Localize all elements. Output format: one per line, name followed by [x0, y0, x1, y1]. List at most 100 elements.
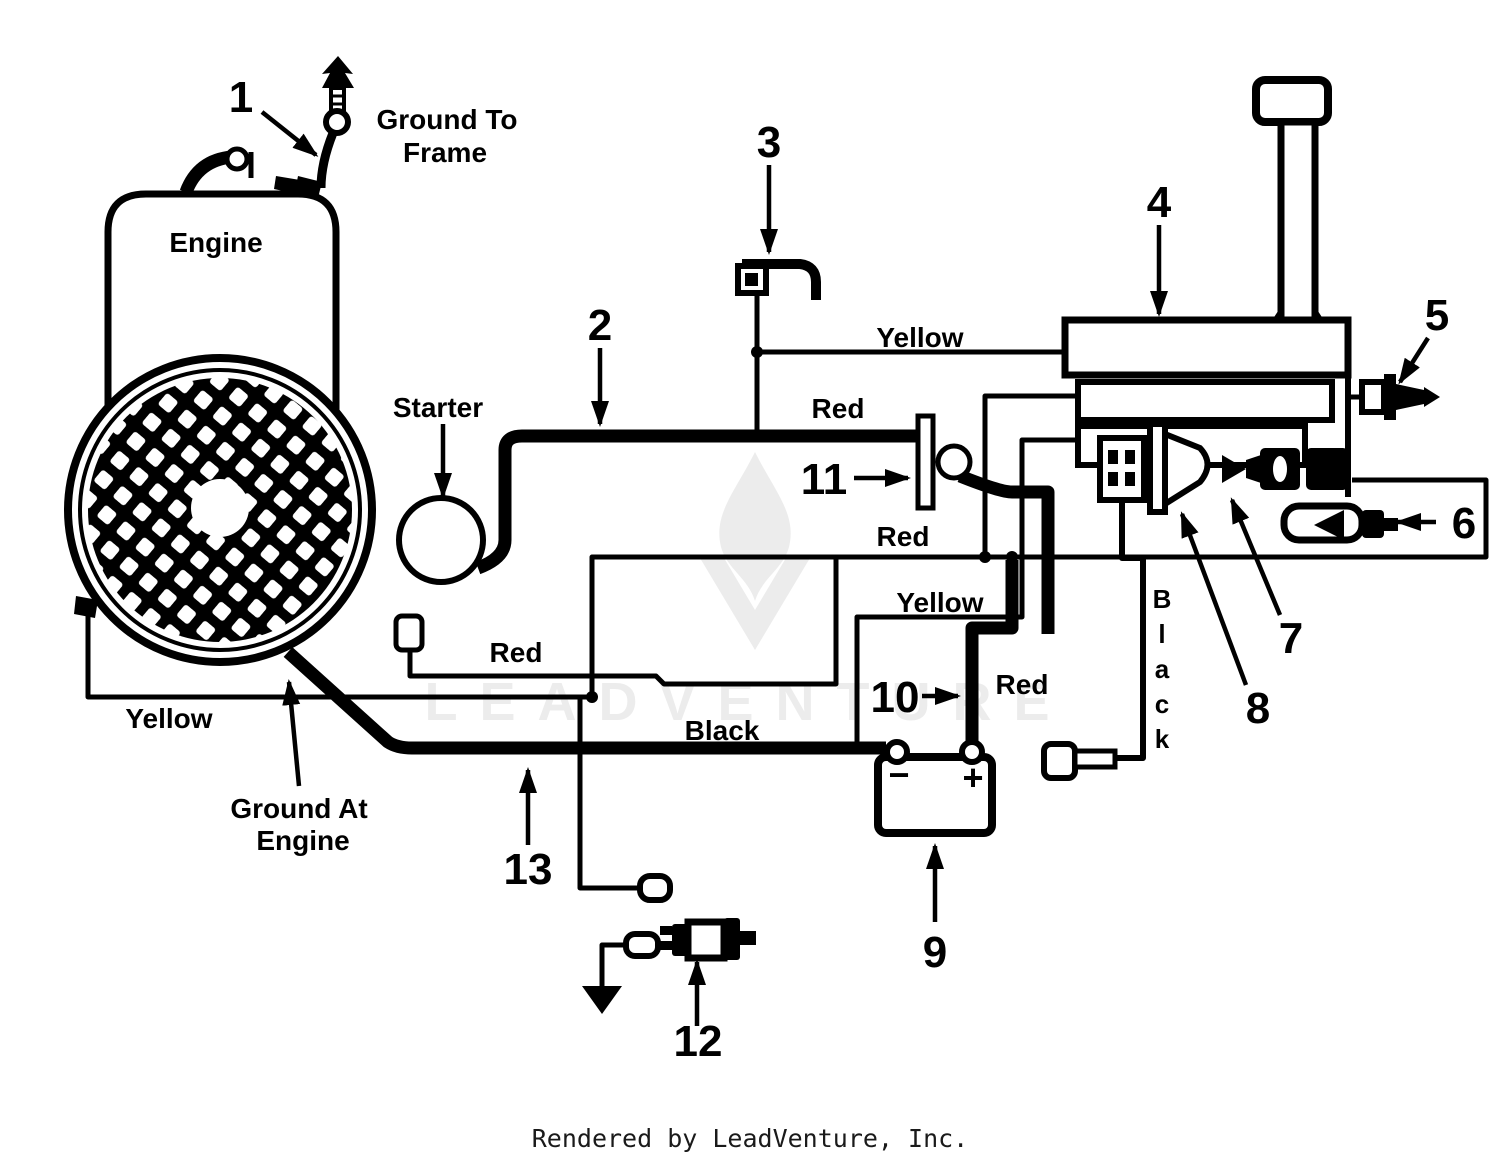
wire-harness-thin — [85, 296, 1489, 986]
starter-label: Starter — [393, 392, 483, 423]
ground-lead-clamp — [295, 176, 322, 198]
connector-5-body — [1359, 379, 1387, 415]
callout-13: 13 — [504, 845, 553, 894]
wire-black-right — [1114, 500, 1146, 761]
fuse-12-cap-right — [724, 918, 740, 960]
ground-to-frame-label-line2: Frame — [403, 137, 487, 168]
wire-switch-loop — [982, 393, 1078, 557]
solenoid-body — [935, 443, 973, 481]
cable-ground-at-engine — [283, 647, 886, 755]
fuse-holder-pin — [1384, 518, 1398, 531]
engine-fitting-cap — [224, 146, 250, 172]
cable-battery-positive — [965, 560, 1019, 748]
ignition-key-shaft — [1277, 118, 1319, 326]
plug-pin — [1125, 472, 1135, 486]
ignition-key-head — [1252, 76, 1332, 126]
junction-dot — [586, 691, 598, 703]
junction-dot — [979, 551, 991, 563]
connector-5-tip — [1424, 387, 1440, 407]
black-vertical-letter: l — [1158, 619, 1165, 649]
battery-negative-terminal — [884, 739, 910, 765]
starter-assembly — [393, 495, 486, 653]
connector-3-assembly — [735, 259, 821, 300]
wire-label-yellow-middle: Yellow — [896, 587, 983, 618]
wire-label-red-battery: Red — [996, 669, 1049, 700]
footer-credit: Rendered by LeadVenture, Inc. — [532, 1124, 969, 1153]
wire-label-yellow-bottom-left: Yellow — [125, 703, 212, 734]
wire-label-red-middle: Red — [877, 521, 930, 552]
callout-8: 8 — [1246, 684, 1270, 733]
ground-to-frame-label-line1: Ground To — [377, 104, 518, 135]
wire-label-red-left: Red — [490, 637, 543, 668]
spade-lug-upper — [637, 873, 673, 903]
wire-harness-thick — [283, 429, 1055, 755]
wire-yellow-middle — [854, 437, 1078, 750]
callout-10: 10 — [871, 673, 920, 722]
fuse-12-cap-left — [672, 924, 688, 956]
starter-motor — [396, 495, 486, 585]
connector-5-assembly — [1348, 374, 1440, 420]
wire-label-red-top: Red — [812, 393, 865, 424]
solenoid-assembly — [915, 413, 973, 511]
ground-bolt-threads — [331, 94, 344, 106]
module-bell-housing — [1162, 429, 1211, 510]
engine-assembly — [64, 56, 376, 666]
interlock-module-assembly — [1097, 421, 1264, 515]
callout-7: 7 — [1279, 614, 1303, 663]
fuse-12-prong — [660, 941, 672, 950]
connector-3-hook — [742, 259, 821, 300]
text-labels: Ground To Frame Engine Starter Yellow Re… — [125, 104, 1171, 856]
ground-at-engine-arrow — [282, 679, 302, 787]
callout-6: 6 — [1452, 499, 1476, 548]
fuse-holder-contact — [1314, 510, 1344, 540]
cable-solenoid-to-plug — [957, 469, 1055, 634]
fuse-holder-assembly — [1280, 502, 1398, 544]
wire-yellow-bottom-left — [85, 612, 640, 891]
switch-panel-box-top — [1061, 316, 1352, 379]
ground-at-engine-label-line1: Ground At — [230, 793, 367, 824]
connector-3-pin — [745, 273, 758, 286]
black-vertical-letter: B — [1153, 584, 1172, 614]
wire-red-middle — [589, 477, 1489, 697]
switch-panel-box-middle — [1075, 379, 1335, 423]
callout-9: 9 — [923, 928, 947, 977]
callout-7-arrow — [1229, 497, 1283, 616]
connector-3-body — [735, 263, 769, 296]
battery-plus-sign: + — [962, 757, 983, 798]
cable-starter-to-solenoid — [475, 429, 918, 575]
fuse-12-body — [684, 918, 728, 962]
cone-connector-right — [1246, 454, 1264, 484]
callout-2: 2 — [588, 301, 612, 350]
spade-lug-lower — [623, 931, 661, 959]
cone-connector-left — [1222, 455, 1246, 483]
black-vertical-letter: a — [1155, 654, 1170, 684]
wire-clamp — [274, 176, 300, 194]
callout-11: 11 — [801, 455, 848, 504]
callout-3: 3 — [757, 118, 781, 167]
frame-bolt-shaft — [1072, 748, 1118, 770]
battery-minus-sign: − — [888, 754, 909, 795]
plug-pin — [1108, 472, 1118, 486]
callout-5-arrow — [1398, 336, 1430, 385]
switch-terminal-right — [1306, 448, 1348, 490]
connector-5-collar — [1384, 374, 1396, 420]
callout-8-arrow — [1179, 511, 1249, 686]
engine-left-terminal — [74, 596, 98, 618]
wire-red-left — [407, 557, 839, 687]
callout-numbers: 1 2 3 4 5 6 7 8 9 10 11 12 13 — [229, 73, 1476, 1066]
flywheel-hub — [191, 479, 249, 537]
black-vertical-letter: c — [1155, 689, 1169, 719]
connector-5-plug — [1396, 384, 1424, 410]
wire-label-yellow-top: Yellow — [876, 322, 963, 353]
ground-symbol-icon — [582, 986, 622, 1014]
engine-label: Engine — [169, 227, 262, 258]
plug-pin — [1125, 450, 1135, 464]
watermark-flame-v-icon — [700, 558, 810, 650]
callout-4: 4 — [1147, 178, 1172, 227]
battery-case — [874, 753, 996, 837]
plug-pin — [1108, 450, 1118, 464]
frame-bolt-head — [1041, 741, 1078, 781]
callout-1: 1 — [229, 73, 253, 122]
